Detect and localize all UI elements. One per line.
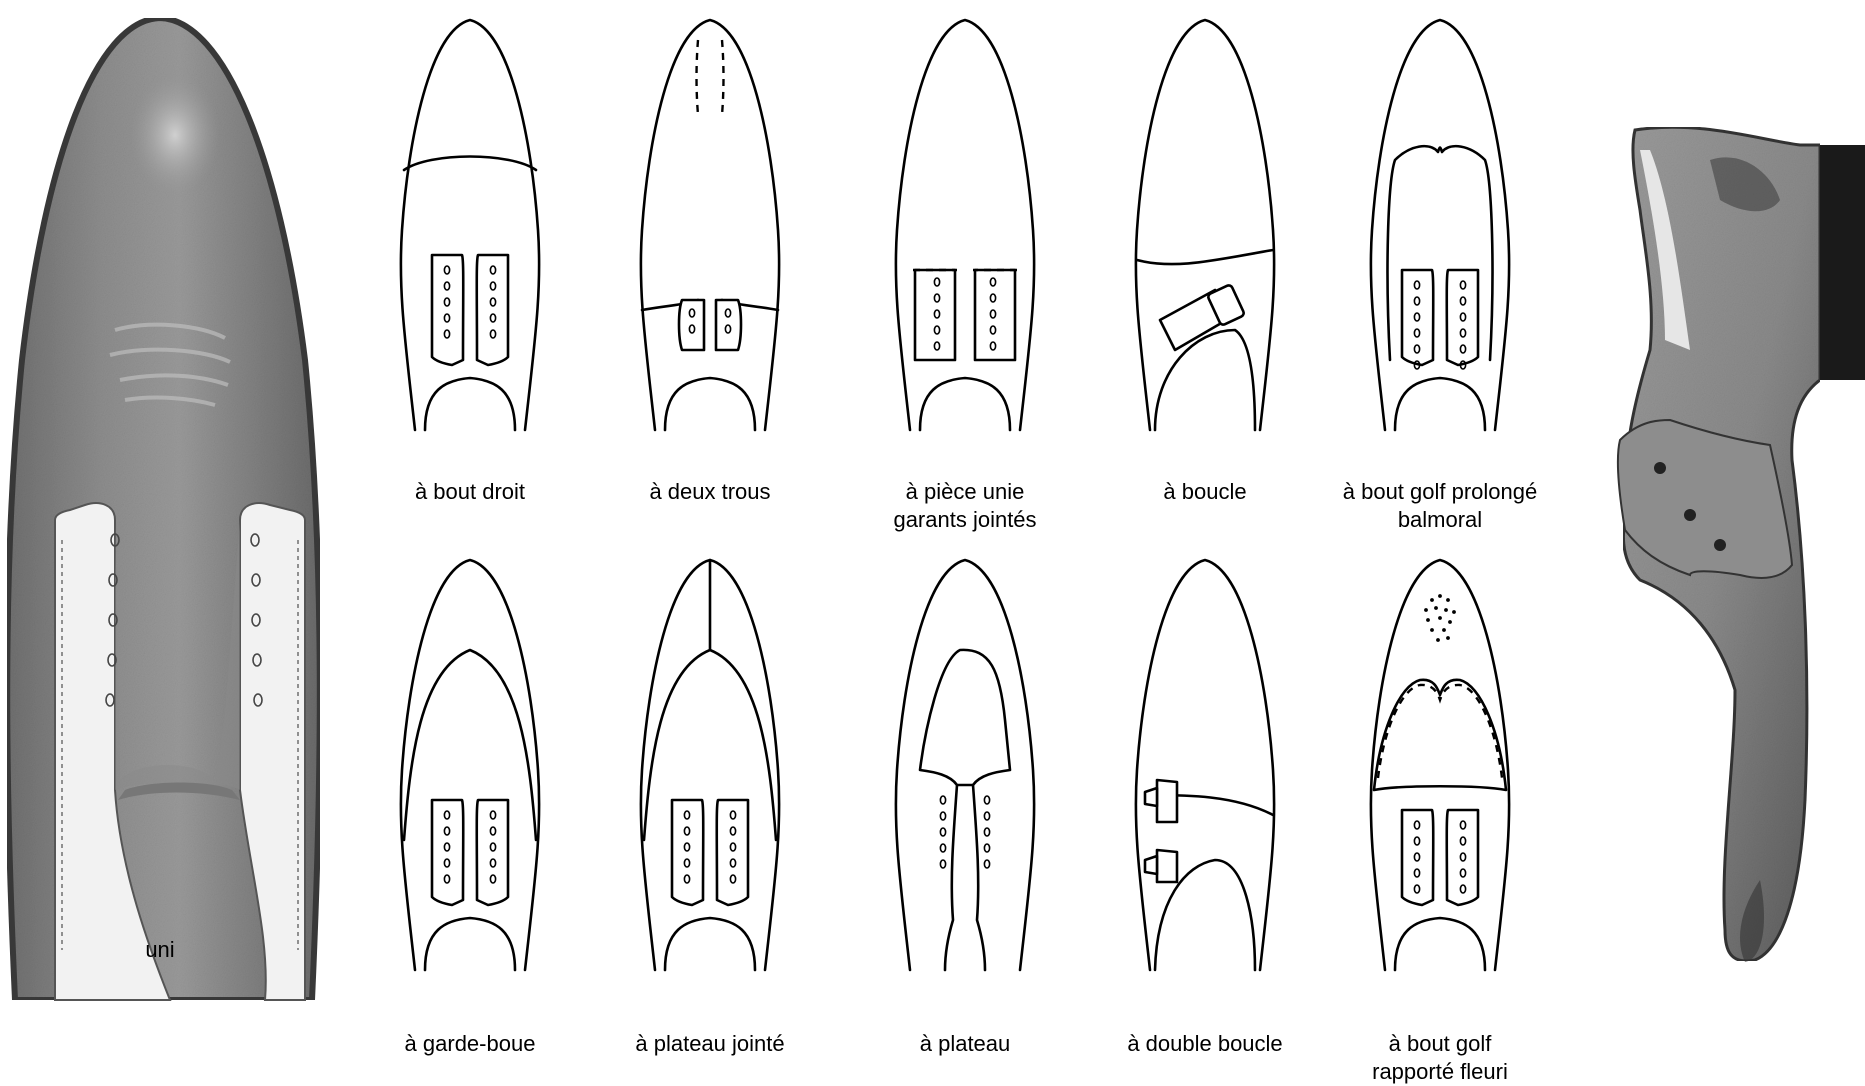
caption-boucle: à boucle bbox=[1075, 478, 1335, 506]
caption-line: balmoral bbox=[1310, 506, 1570, 534]
caption-double-boucle: à double boucle bbox=[1075, 1030, 1335, 1058]
caption-line: à boucle bbox=[1075, 478, 1335, 506]
caption-garde-boue: à garde-boue bbox=[340, 1030, 600, 1058]
caption-uni: uni bbox=[110, 936, 210, 964]
shoe-diagram-double-boucle bbox=[1136, 560, 1274, 970]
caption-line: à double boucle bbox=[1075, 1030, 1335, 1058]
caption-line: à plateau jointé bbox=[580, 1030, 840, 1058]
caption-line: à pièce unie bbox=[835, 478, 1095, 506]
shoe-diagram-plateau-jointe bbox=[641, 560, 779, 970]
big-shoe-illustration bbox=[7, 18, 320, 1000]
caption-line: garants jointés bbox=[835, 506, 1095, 534]
caption-bout-droit: à bout droit bbox=[340, 478, 600, 506]
caption-line: à plateau bbox=[835, 1030, 1095, 1058]
caption-line: à deux trous bbox=[580, 478, 840, 506]
shoe-diagram-deux-trous bbox=[641, 20, 779, 430]
shoe-diagram-boucle bbox=[1136, 20, 1274, 430]
caption-deux-trous: à deux trous bbox=[580, 478, 840, 506]
shoe-diagram-garde-boue bbox=[401, 560, 539, 970]
shoe-diagram-golf-prolonge bbox=[1371, 20, 1509, 430]
caption-line: à bout golf prolongé bbox=[1310, 478, 1570, 506]
shoe-diagram-golf-fleuri bbox=[1371, 560, 1509, 970]
shoe-diagram-bout-droit bbox=[401, 20, 539, 430]
shoe-diagram-piece-unie bbox=[896, 20, 1034, 430]
side-shoe-illustration bbox=[1618, 127, 1865, 962]
caption-line: à garde-boue bbox=[340, 1030, 600, 1058]
caption-line: rapporté fleuri bbox=[1310, 1058, 1570, 1086]
caption-plateau-jointe: à plateau jointé bbox=[580, 1030, 840, 1058]
caption-line: à bout droit bbox=[340, 478, 600, 506]
shoe-diagram-plateau bbox=[896, 560, 1034, 970]
caption-line: à bout golf bbox=[1310, 1030, 1570, 1058]
caption-plateau: à plateau bbox=[835, 1030, 1095, 1058]
